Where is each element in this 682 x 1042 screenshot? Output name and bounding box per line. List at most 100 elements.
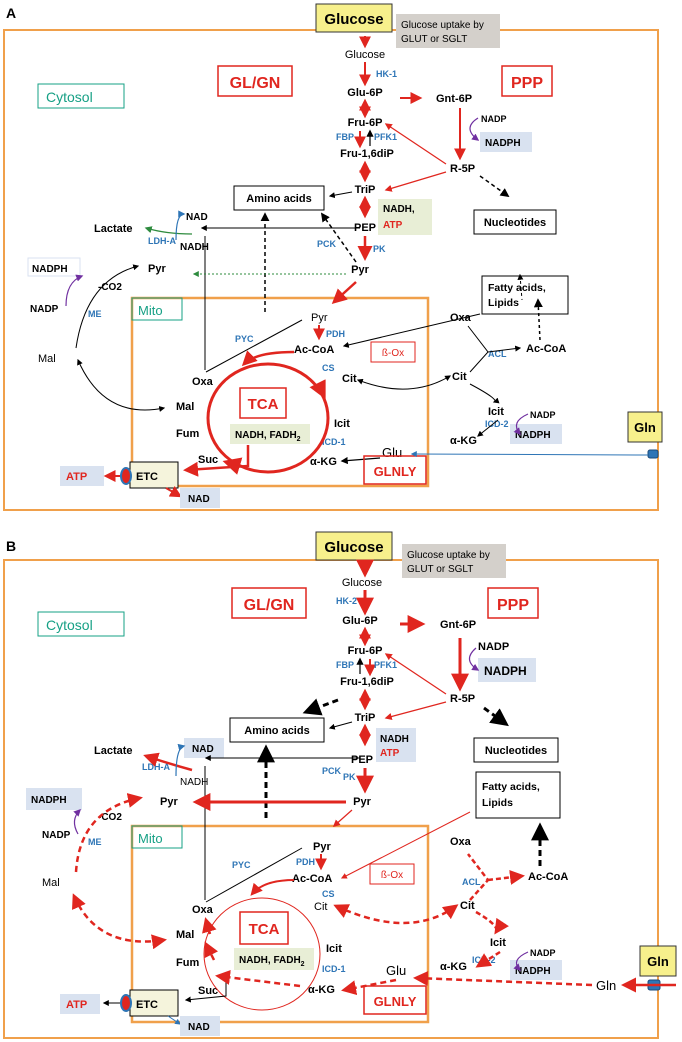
metabolite-lactate: Lactate (94, 745, 133, 757)
metabolite-fum: Fum (176, 957, 199, 969)
enzyme-pyc: PYC (235, 334, 254, 344)
ppp-label: PPP (497, 597, 529, 614)
beta-ox-box (369, 863, 415, 885)
atp-box (60, 466, 104, 486)
right-nadph-box (510, 424, 562, 444)
nadp-left: NADP (30, 304, 59, 315)
metabolite-fru6p: Fru-6P (348, 645, 383, 657)
nadh-atp-line1: NADH (380, 734, 409, 745)
etc-complex-icon (120, 994, 132, 1012)
glnly-box (363, 985, 427, 1015)
nadh-fadh-box (230, 424, 310, 444)
nad-bottom-box (180, 488, 220, 508)
nadph-left: NADPH (32, 264, 68, 275)
enzyme-icd1: ICD-1 (322, 964, 346, 974)
fatty-acids-box (481, 275, 569, 315)
right-nadph: NADPH (515, 430, 551, 441)
amino-acids-label: Amino acids (244, 725, 309, 737)
metabolite-accoa: Ac-CoA (294, 344, 334, 356)
atp-box (60, 994, 100, 1014)
ppp-label: PPP (511, 75, 543, 92)
enzyme-fbp: FBP (336, 132, 354, 142)
metabolite-glu: Glu (382, 445, 402, 460)
glucose-title-box (315, 531, 393, 561)
metabolite-pep: PEP (351, 754, 373, 766)
metabolite-pyr: Pyr (353, 796, 371, 808)
metabolite-icit: Icit (334, 418, 350, 430)
enzyme-cs: CS (322, 889, 335, 899)
uptake-note-line1: Glucose uptake by (407, 550, 490, 561)
co2-label: -CO2 (98, 812, 122, 823)
right-nadph-box (510, 960, 562, 980)
nadh-atp-line2: ATP (383, 220, 403, 231)
panel-label: A (6, 5, 16, 21)
metabolite-akg-right: α-KG (440, 961, 467, 973)
lactate-nadh: NADH (180, 777, 208, 788)
nadh-fadh-box (234, 948, 314, 970)
tca-label: TCA (249, 921, 280, 938)
enzyme-pk: PK (373, 244, 386, 254)
ppp-nadph: NADPH (485, 138, 521, 149)
metabolite-glucose: Glucose (342, 577, 382, 589)
metabolite-accoa: Ac-CoA (292, 873, 332, 885)
tca-box (239, 387, 287, 419)
enzyme-acl: ACL (462, 877, 481, 887)
enzyme-hk: HK-1 (376, 69, 397, 79)
uptake-note-box (402, 544, 506, 578)
etc-label: ETC (136, 471, 158, 483)
gln-box (627, 411, 663, 443)
enzyme-pck: PCK (322, 766, 342, 776)
gln-box (639, 945, 677, 977)
metabolite-fru16dip: Fru-1,6diP (340, 676, 394, 688)
tca-cycle (203, 897, 321, 1011)
nucleotides-box (473, 737, 559, 763)
nad-bottom-box (180, 1016, 220, 1036)
glgn-label: GL/GN (230, 75, 281, 92)
metabolite-r5p: R-5P (450, 163, 475, 175)
metabolite-accoa-right: Ac-CoA (528, 871, 568, 883)
metabolite-gnt6p: Gnt-6P (440, 619, 476, 631)
enzyme-acl: ACL (488, 349, 507, 359)
etc-box (129, 461, 179, 489)
nadh-fadh-label: NADH, FADH2 (239, 955, 305, 968)
nadh-atp-line2: ATP (380, 748, 400, 759)
ppp-nadph-box (478, 658, 536, 682)
metabolite-gnt6p: Gnt-6P (436, 93, 472, 105)
tca-cycle (206, 362, 330, 474)
mito-box (131, 297, 183, 321)
ppp-nadph-box (480, 132, 532, 152)
metabolite-pyr-mito: Pyr (311, 312, 328, 324)
nadph-left-box (26, 788, 82, 810)
metabolite-akg: α-KG (308, 984, 335, 996)
ppp-nadp: NADP (481, 114, 507, 124)
nad-bottom: NAD (188, 494, 210, 505)
right-nadp: NADP (530, 410, 556, 420)
metabolite-mal-left: Mal (38, 353, 56, 365)
glucose-title: Glucose (324, 11, 383, 28)
enzyme-ldha: LDH-A (148, 236, 176, 246)
metabolite-oxa: Oxa (192, 376, 214, 388)
metabolite-icit-right: Icit (488, 406, 504, 418)
metabolite-trip: TriP (355, 712, 376, 724)
fatty-acids-line2: Lipids (482, 797, 513, 809)
fatty-acids-line1: Fatty acids, (482, 781, 540, 793)
atp-label: ATP (66, 471, 87, 483)
lactate-nad-box (184, 738, 224, 758)
enzyme-pdh: PDH (296, 857, 315, 867)
metabolite-oxa-right: Oxa (450, 836, 472, 848)
uptake-note-line2: GLUT or SGLT (407, 564, 473, 575)
metabolite-icit: Icit (326, 943, 342, 955)
co2-label: -CO2 (98, 282, 122, 293)
glnly-label: GLNLY (374, 464, 417, 479)
metabolite-cit-right: Cit (452, 371, 467, 383)
metabolite-glu6p: Glu-6P (347, 87, 382, 99)
right-nadp: NADP (530, 948, 556, 958)
metabolite-mal-left: Mal (42, 877, 60, 889)
transporter-icon (647, 449, 659, 459)
nucleotides-label: Nucleotides (485, 745, 547, 757)
metabolite-icit-right: Icit (490, 937, 506, 949)
metabolite-suc: Suc (198, 985, 218, 997)
panel-b: B Glucose Glucose uptake by GLUT or SGLT… (3, 531, 677, 1039)
enzyme-pfk1: PFK1 (374, 660, 397, 670)
ppp-nadph: NADPH (484, 664, 527, 678)
